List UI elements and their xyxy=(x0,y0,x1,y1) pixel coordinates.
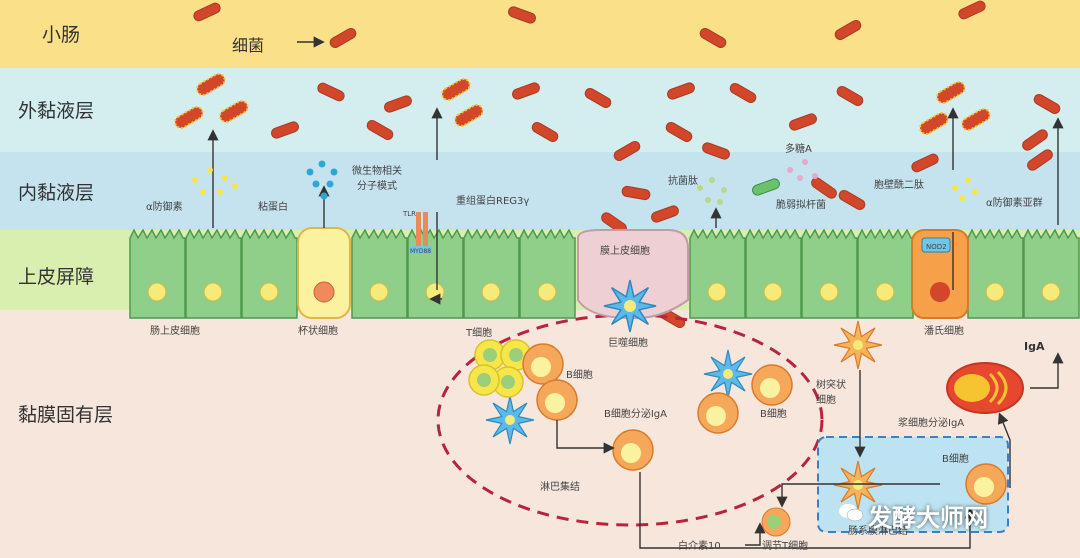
inner-mucus-layer xyxy=(0,152,1080,230)
bacterium xyxy=(667,82,695,100)
bacterium-bound xyxy=(936,81,966,104)
bacterium xyxy=(699,28,727,48)
label-paneth-cell: 潘氏细胞 xyxy=(924,326,964,337)
label-peyer-patch: 淋巴集结 xyxy=(540,482,580,493)
label-goblet-cell: 杯状细胞 xyxy=(298,326,338,337)
label-lamina-propria: 黏膜固有层 xyxy=(18,404,114,426)
bacterium-bound xyxy=(174,106,204,129)
outer-mucus-layer xyxy=(0,68,1080,152)
bacterium xyxy=(1022,129,1048,151)
label-mucin: 粘蛋白 xyxy=(258,202,288,213)
label-treg: 调节T细胞 xyxy=(762,541,809,552)
bacterium-bound xyxy=(196,73,226,96)
label-il10: 白介素10 xyxy=(678,541,721,552)
bacterium xyxy=(531,122,559,142)
bacterium-bound xyxy=(961,108,991,131)
label-alpha-defensin-left: α防御素 xyxy=(146,202,183,213)
bacterium xyxy=(911,153,939,173)
immune-cells xyxy=(468,320,1007,537)
m-cell xyxy=(577,229,689,320)
bacterium xyxy=(789,113,817,131)
bacterium-bound xyxy=(441,78,471,101)
bacterium-bound xyxy=(219,99,249,123)
enterocyte-cell xyxy=(241,228,298,319)
enterocyte-cell xyxy=(519,228,576,319)
small-intestine-layer xyxy=(0,0,1080,68)
label-iga: IgA xyxy=(1024,340,1045,353)
label-antimicrobial-peptide: 抗菌肽 xyxy=(668,176,698,187)
label-outer-mucus: 外黏液层 xyxy=(18,100,95,122)
epithelial-cells xyxy=(129,212,1080,319)
enterocyte-cell xyxy=(967,228,1024,319)
bacterium xyxy=(729,83,757,103)
label-nod2: NOD2 xyxy=(926,243,947,251)
label-b-cell-3: B细胞 xyxy=(942,454,969,465)
label-myd88: MYD88 xyxy=(410,248,432,255)
bacterium xyxy=(317,82,345,102)
label-t-cell: T细胞 xyxy=(466,328,493,339)
enterocyte-cell xyxy=(745,228,802,319)
label-dendritic-cell: 树突状 细胞 xyxy=(816,380,846,406)
label-epithelial-barrier: 上皮屏障 xyxy=(18,266,95,288)
goblet-cell-body xyxy=(297,227,351,319)
bacterium xyxy=(958,0,986,20)
bacterium xyxy=(366,120,394,140)
label-b-cell-iga: B细胞分泌IgA xyxy=(604,409,667,420)
label-reg3y: 重组蛋白REG3γ xyxy=(456,196,530,207)
label-muramyl-dipeptide: 胞壁酰二肽 xyxy=(874,180,924,191)
bacterium xyxy=(384,95,412,113)
bacterium xyxy=(811,177,837,199)
bacterium xyxy=(621,185,651,201)
bacterium xyxy=(651,205,679,223)
wechat-icon xyxy=(839,504,864,522)
label-enterocyte: 肠上皮细胞 xyxy=(150,326,200,337)
label-small-intestine: 小肠 xyxy=(42,24,81,46)
bacterium xyxy=(271,121,299,139)
bacteroides-fragilis xyxy=(752,178,780,196)
enterocyte-cell xyxy=(689,228,746,319)
label-inner-mucus: 内黏液层 xyxy=(18,182,95,204)
bacterium xyxy=(512,82,540,100)
bacterium xyxy=(329,28,357,48)
bacterium xyxy=(193,2,221,22)
bacterium-bound xyxy=(454,104,484,127)
bacterium xyxy=(1033,94,1061,114)
label-plasma-cell-iga: 浆细胞分泌IgA xyxy=(898,418,965,429)
label-polysaccharide-a: 多糖A xyxy=(785,144,812,155)
peyer-patch-outline xyxy=(436,313,824,527)
bacterium xyxy=(613,140,641,161)
enterocyte-cell xyxy=(185,228,242,319)
enterocyte-cell xyxy=(801,228,858,319)
bacterium xyxy=(1027,149,1053,171)
molecules xyxy=(192,159,978,205)
label-bacteroides-fragilis: 脆弱拟杆菌 xyxy=(776,200,826,211)
label-macrophage: 巨噬细胞 xyxy=(608,338,648,349)
label-b-cell-1: B细胞 xyxy=(566,370,593,381)
label-m-cell: 膜上皮细胞 xyxy=(600,246,650,257)
bacterium xyxy=(834,20,862,40)
label-mln: 肠系膜淋巴结 xyxy=(848,526,908,537)
macrophage-cell xyxy=(603,279,657,333)
label-tlr: TLR xyxy=(403,210,417,218)
bacterium xyxy=(665,122,693,142)
enterocyte-cell xyxy=(351,228,408,319)
enterocyte-cell xyxy=(1023,228,1080,319)
watermark: 发酵大师网 xyxy=(868,504,988,532)
label-alpha-defensin-right: α防御素亚群 xyxy=(986,198,1043,209)
label-bacteria: 细菌 xyxy=(232,36,265,55)
bacterium-bound xyxy=(919,112,949,135)
bacterium xyxy=(702,142,730,160)
bacterium xyxy=(838,190,866,210)
enterocyte-cell xyxy=(463,228,520,319)
bacterium xyxy=(508,6,536,24)
bacterium xyxy=(584,88,612,108)
label-mamps: 微生物相关 分子模式 xyxy=(352,166,402,192)
enterocyte-cell xyxy=(129,228,186,319)
bacterium xyxy=(836,86,864,106)
label-b-cell-2: B细胞 xyxy=(760,409,787,420)
bacteria-group xyxy=(174,0,1061,328)
enterocyte-cell xyxy=(857,228,914,319)
